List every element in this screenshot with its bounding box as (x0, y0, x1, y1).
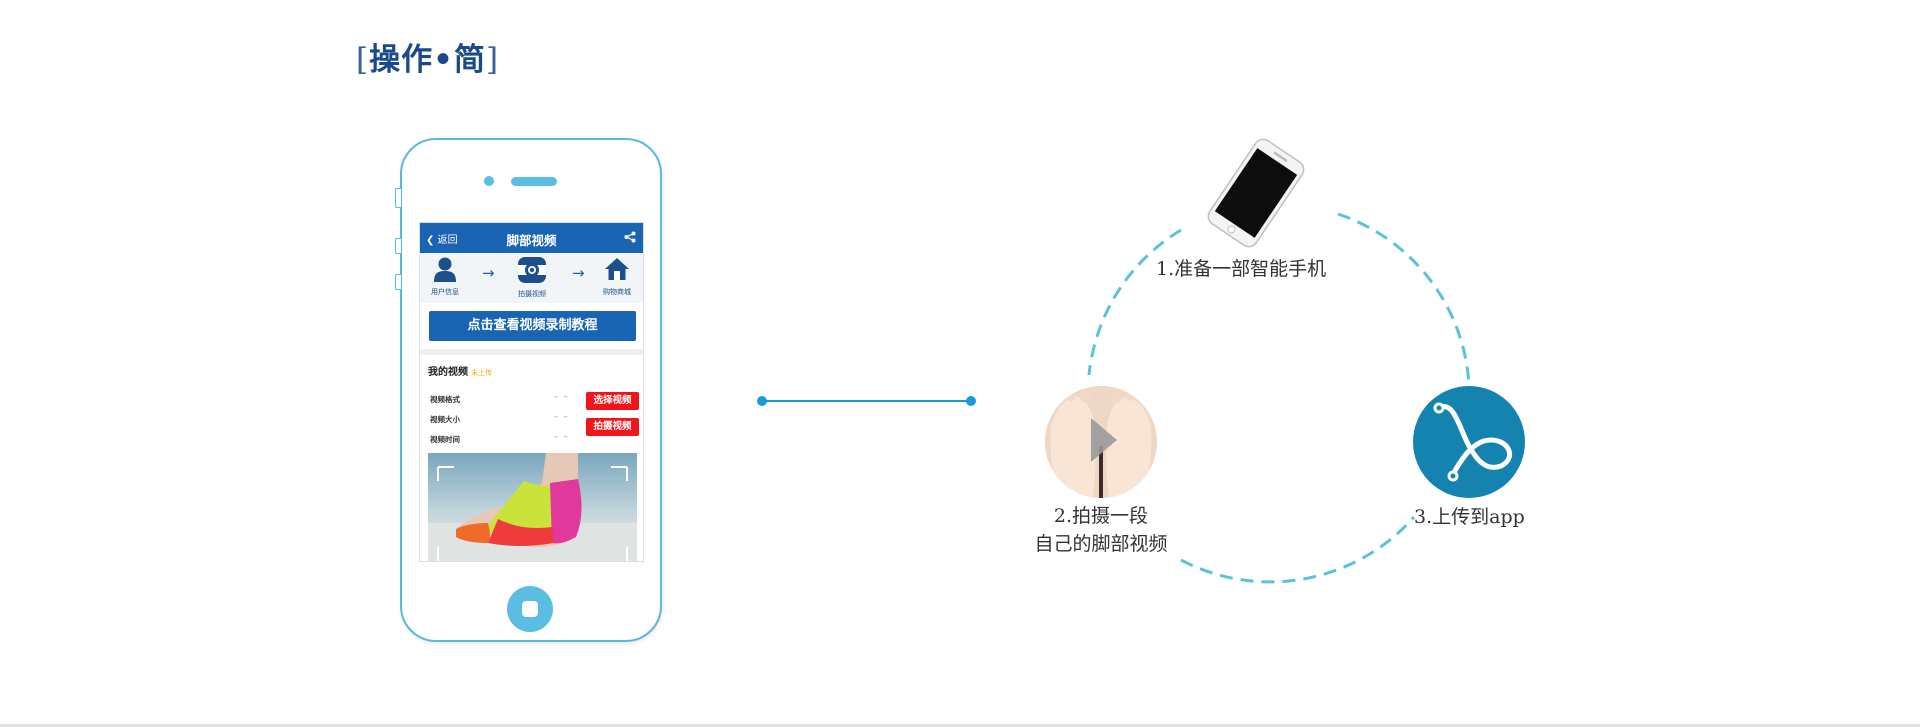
tutorial-button[interactable]: 点击查看视频录制教程 (429, 311, 636, 341)
step-2-line-2: 自己的脚部视频 (1034, 533, 1168, 555)
home-button-square (522, 601, 538, 617)
shoot-video-button[interactable]: 拍摄视频 (586, 418, 639, 436)
step-1-line: 1.准备一部智能手机 (1156, 258, 1327, 280)
app-logo-icon (1413, 386, 1525, 498)
my-video-heading: 我的视频未上传 (428, 363, 492, 378)
video-preview[interactable] (428, 453, 637, 561)
user-icon (434, 257, 456, 282)
phone-volume-down-button (395, 274, 401, 290)
phone-camera (484, 176, 494, 186)
info-value: – – (554, 412, 569, 422)
select-video-button[interactable]: 选择视频 (586, 392, 639, 410)
step-3-text: 3.上传到app (1414, 502, 1525, 529)
smartphone-icon (1207, 138, 1305, 248)
chevron-left-icon: ❮ (426, 235, 435, 246)
step-label: 用户信息 (431, 288, 459, 296)
bracket-close: ] (485, 42, 500, 78)
share-icon[interactable] (624, 231, 636, 246)
step-2-line-1: 2.拍摄一段 (1053, 505, 1149, 527)
step-shoot-video[interactable]: 拍摄视频 (509, 256, 555, 299)
section-title: [操作•简] (356, 34, 499, 79)
feet-video-thumbnail (1045, 386, 1157, 498)
section-title-text: 操作•简 (369, 42, 486, 78)
play-icon (1091, 418, 1117, 462)
bracket-open: [ (356, 42, 370, 78)
step-shopping-mall[interactable]: 购物商城 (594, 256, 640, 297)
step-2-text: 2.拍摄一段 自己的脚部视频 (1016, 502, 1186, 558)
step-1-text: 1.准备一部智能手机 (1156, 254, 1326, 281)
step-label: 拍摄视频 (518, 290, 546, 298)
phone-speaker (511, 177, 557, 186)
upload-status-badge: 未上传 (471, 369, 492, 377)
phone-volume-up-button (395, 238, 401, 254)
section-divider (420, 349, 643, 355)
back-button[interactable]: ❮ 返回 (426, 231, 458, 246)
phone-side-button (395, 188, 401, 208)
step-arrow-icon: → (482, 264, 495, 282)
info-value: – – (554, 432, 569, 442)
connector-line (757, 396, 976, 406)
back-label: 返回 (437, 235, 458, 246)
app-navbar: ❮ 返回 脚部视频 (420, 223, 643, 253)
phone-screen: ❮ 返回 脚部视频 用户信息 (419, 222, 644, 562)
info-label: 视频格式 (430, 395, 460, 404)
my-video-title: 我的视频 (428, 367, 468, 378)
step-label: 购物商城 (603, 288, 631, 296)
camera-icon (518, 257, 546, 283)
step-3-line: 3.上传到app (1414, 506, 1525, 528)
home-icon (605, 258, 629, 280)
phone-mockup: ❮ 返回 脚部视频 用户信息 (395, 138, 662, 642)
bottom-divider (0, 724, 1920, 727)
phone-home-button[interactable] (507, 586, 553, 632)
nav-title: 脚部视频 (506, 233, 557, 248)
info-label: 视频时间 (430, 435, 460, 444)
step-user-info[interactable]: 用户信息 (422, 256, 468, 297)
info-value: – – (554, 392, 569, 402)
step-bar: 用户信息 → 拍摄视频 → 购物商城 (420, 253, 643, 303)
step-arrow-icon: → (572, 264, 585, 282)
info-label: 视频大小 (430, 415, 460, 424)
